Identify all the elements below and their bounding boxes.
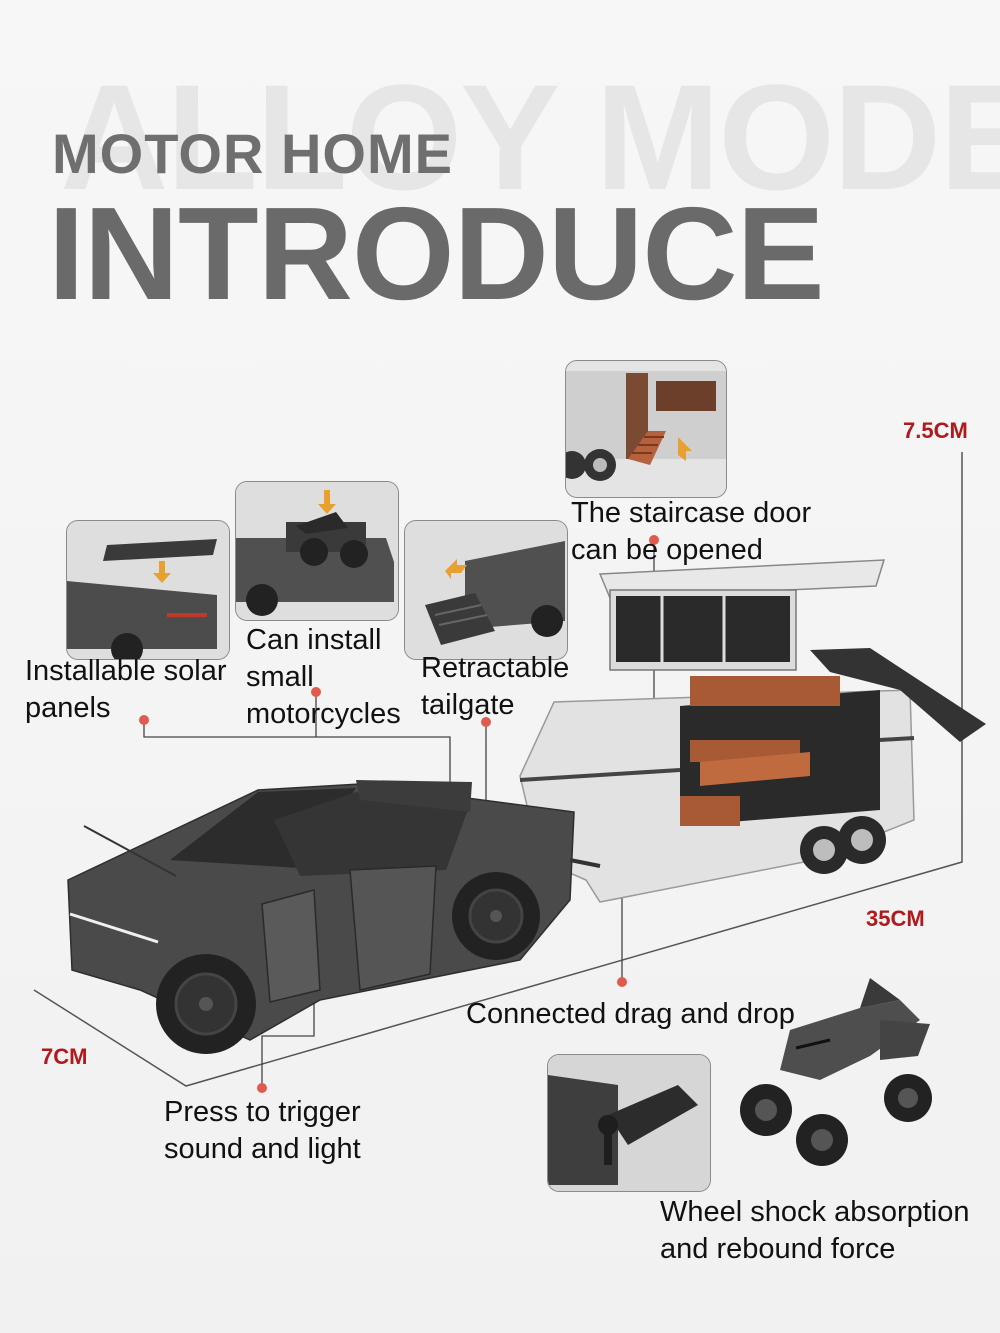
height-dimension-label: 7.5CM bbox=[903, 418, 968, 443]
staircase-door-label: The staircase door can be opened bbox=[571, 497, 812, 566]
solar-panel-image bbox=[67, 521, 229, 659]
width-dimension-label: 7CM bbox=[41, 1044, 88, 1069]
page-subtitle: MOTOR HOME bbox=[52, 122, 453, 185]
trailer-staircase-image bbox=[566, 361, 726, 497]
thumbnail-solar-panel bbox=[66, 520, 230, 660]
atv-model bbox=[740, 978, 932, 1166]
trigger-label: Press to trigger sound and light bbox=[164, 1096, 361, 1165]
pickup-truck bbox=[67, 780, 601, 1054]
thumbnail-hitch bbox=[547, 1054, 711, 1192]
hitch-closeup-image bbox=[548, 1055, 710, 1191]
thumbnail-tailgate bbox=[404, 520, 568, 660]
length-dimension-label: 35CM bbox=[866, 906, 925, 931]
shock-absorption-label: Wheel shock absorption and rebound force bbox=[660, 1196, 970, 1265]
truck-bed-motorcycle-image bbox=[236, 482, 398, 620]
tailgate-label: Retractable tailgate bbox=[421, 652, 570, 721]
thumbnail-staircase-door bbox=[565, 360, 727, 498]
background-watermark-text: ALLOY MODEL bbox=[60, 53, 1000, 221]
trailer-body bbox=[519, 559, 986, 903]
measurement-lines bbox=[33, 452, 963, 1087]
callout-markers bbox=[139, 535, 659, 1093]
motorcycles-label: Can install small motorcycles bbox=[246, 624, 401, 730]
solar-panels-label: Installable solar panels bbox=[25, 655, 227, 724]
tailgate-ramp-image bbox=[405, 521, 567, 659]
thumbnail-motorcycle-bed bbox=[235, 481, 399, 621]
page-title: INTRODUCE bbox=[48, 180, 825, 327]
drag-drop-label: Connected drag and drop bbox=[466, 998, 795, 1030]
